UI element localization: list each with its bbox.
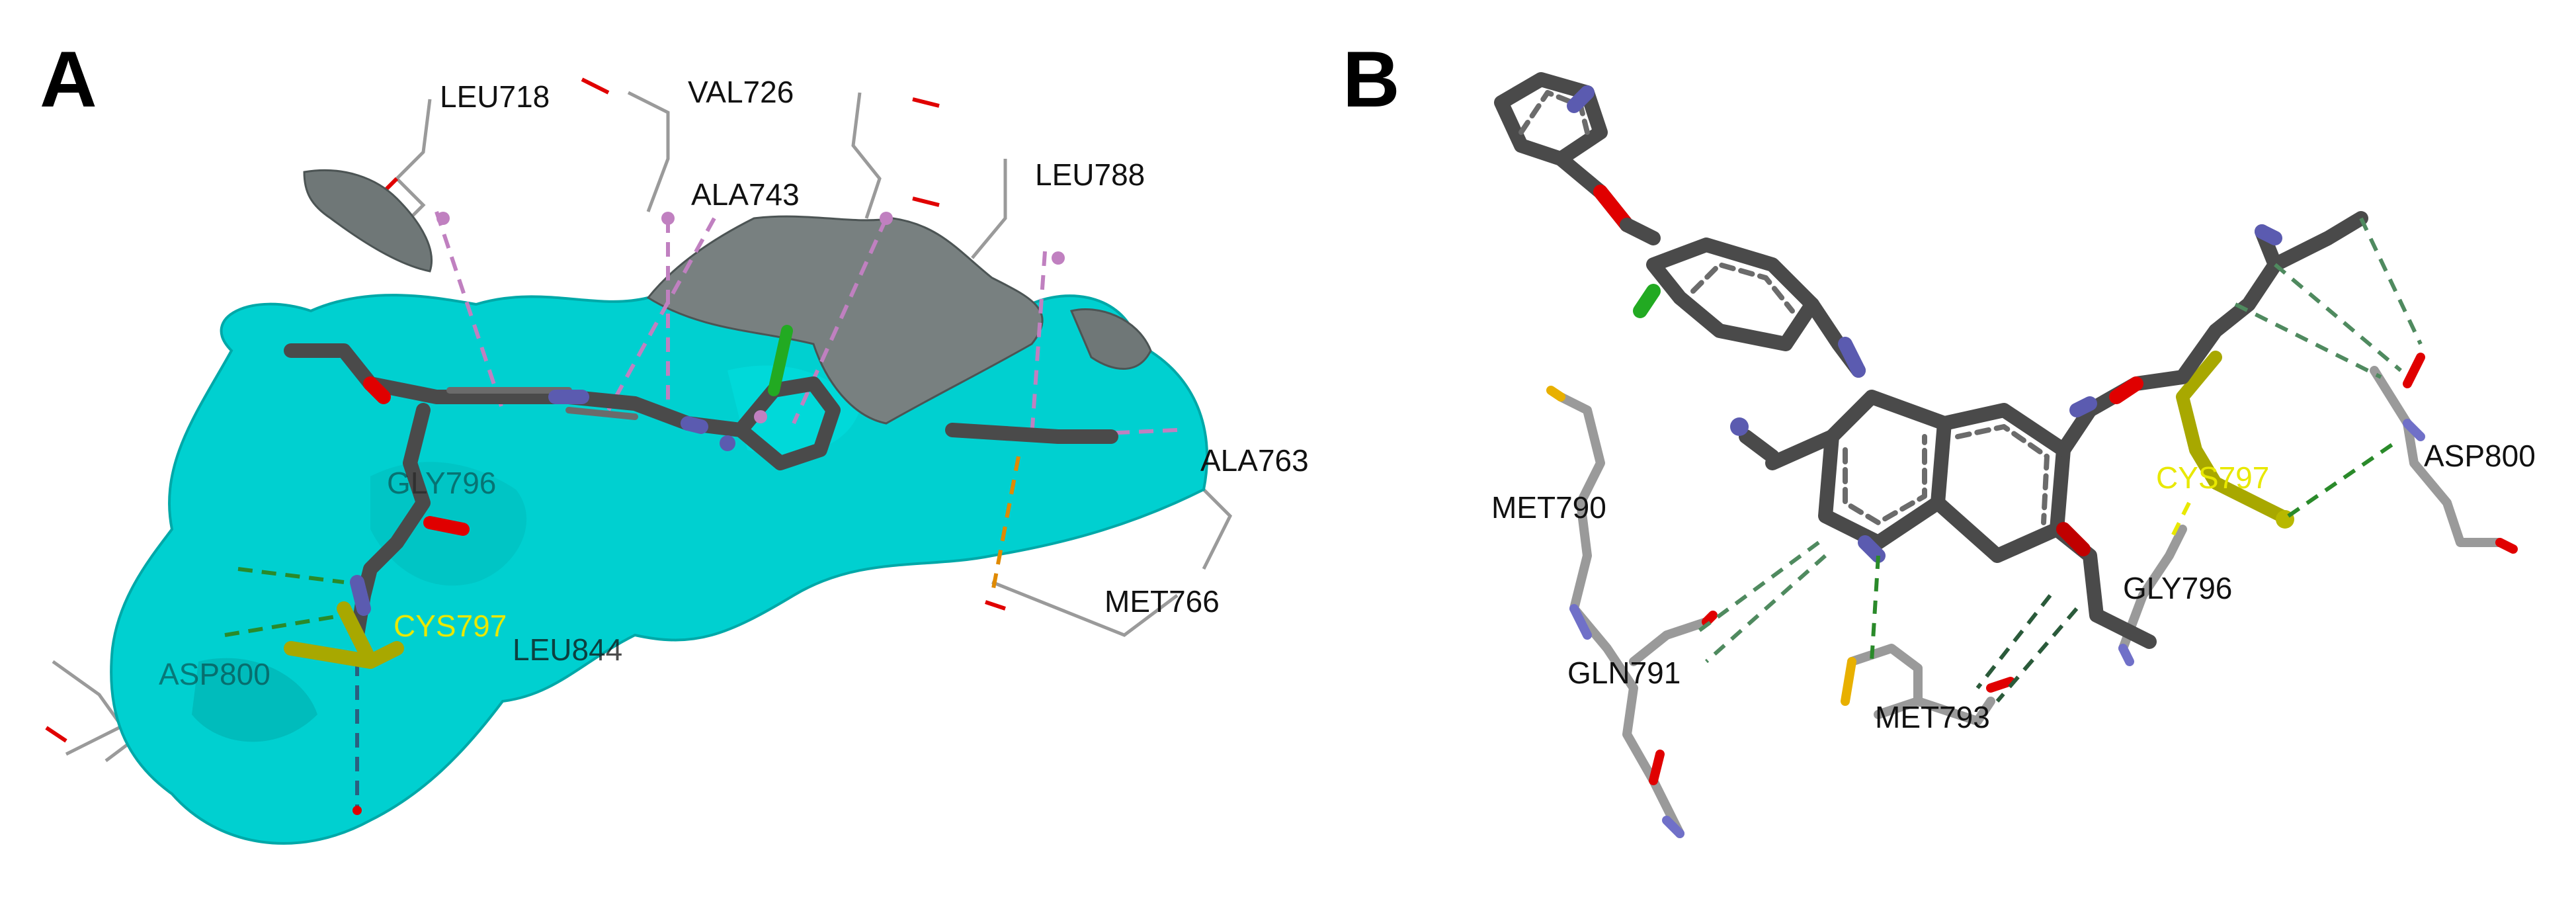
- panel-b-labels: MET790 GLN791 MET793 GLY796 CYS797 ASP80…: [1491, 439, 2536, 734]
- water-oxygen-marker: [353, 806, 362, 815]
- panel-b: MET790 GLN791 MET793 GLY796 CYS797 ASP80…: [1491, 72, 2536, 838]
- residue-label-val726: VAL726: [688, 75, 794, 109]
- panel-b-residue-sticks: [1546, 353, 2518, 838]
- panel-label-b: B: [1343, 35, 1400, 124]
- pocket-gray-walls: [303, 169, 1152, 425]
- residue-label-gly796: GLY796: [2123, 571, 2232, 605]
- residue-label-leu788: LEU788: [1035, 157, 1145, 192]
- panel-label-a: A: [40, 35, 97, 124]
- residue-label-met766: MET766: [1104, 584, 1220, 619]
- ligand-nitrogen-ball: [720, 435, 735, 451]
- pi-center-marker: [754, 410, 767, 423]
- panel-a: LEU718 VAL726 ALA743 LEU788 ALA763 GLY79…: [45, 75, 1309, 845]
- residue-label-leu718: LEU718: [440, 79, 550, 114]
- panel-a-oxygen-ticks: [45, 77, 1006, 743]
- panel-b-ligand: [1494, 72, 2368, 649]
- pi-center-marker: [880, 212, 893, 225]
- residue-label-ala743: ALA743: [691, 177, 800, 212]
- residue-label-gly796: GLY796: [387, 466, 496, 500]
- panel-b-cys797-side-chain: [2176, 351, 2288, 523]
- panel-a-ligand: [284, 325, 1118, 669]
- panel-a-labels: LEU718 VAL726 ALA743 LEU788 ALA763 GLY79…: [159, 75, 1309, 691]
- residue-label-met790: MET790: [1491, 490, 1606, 525]
- residue-label-met793: MET793: [1875, 700, 1990, 734]
- residue-label-cys797: CYS797: [394, 609, 507, 643]
- panel-b-interactions: [1692, 217, 2423, 703]
- pi-center-marker: [1052, 251, 1065, 265]
- residue-label-gln791: GLN791: [1567, 656, 1681, 690]
- residue-label-ala763: ALA763: [1200, 443, 1309, 478]
- binding-pocket-surface: [110, 294, 1209, 845]
- residue-label-asp800: ASP800: [2424, 439, 2536, 473]
- residue-label-cys797: CYS797: [2156, 460, 2269, 495]
- pi-center-marker: [661, 212, 675, 225]
- residue-label-leu844: LEU844: [513, 632, 622, 667]
- pi-center-marker: [436, 212, 450, 225]
- ligand-nitrogen-ball: [1730, 417, 1749, 436]
- residue-label-asp800: ASP800: [159, 657, 270, 691]
